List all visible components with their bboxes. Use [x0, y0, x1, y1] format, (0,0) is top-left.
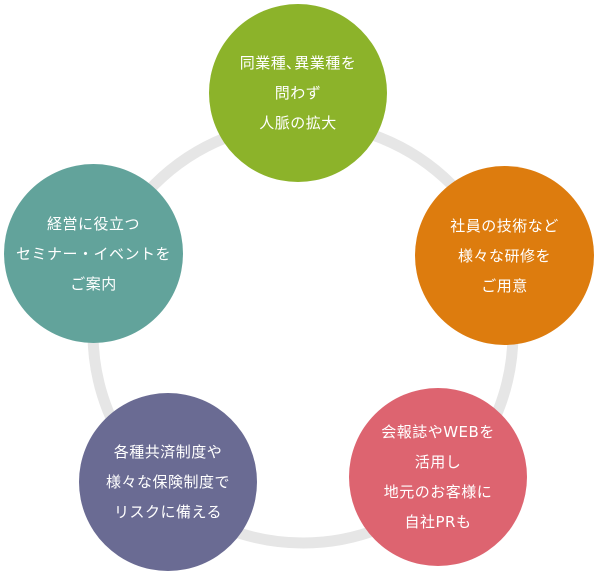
node-insurance-line-2: 様々な保険制度で	[105, 473, 230, 491]
node-training-line-1: 社員の技術など	[450, 216, 559, 235]
node-network-expansion-line-2: 問わず	[274, 84, 322, 102]
node-seminars-line-1: 経営に役立つ	[46, 214, 140, 233]
node-seminars-line-2: セミナー・イベントを	[15, 244, 171, 263]
node-promotion-line-3: 地元のお客様に	[383, 483, 493, 501]
node-training-line-3: ご用意	[481, 276, 528, 295]
node-training: 社員の技術など 様々な研修を ご用意	[415, 166, 594, 345]
node-network-expansion-line-3: 人脈の拡大	[259, 114, 337, 132]
node-network-expansion-line-1: 同業種､異業種を	[239, 54, 357, 72]
node-insurance: 各種共済制度や 様々な保険制度で リスクに備える	[79, 393, 257, 571]
node-insurance-line-3: リスクに備える	[113, 503, 223, 521]
node-training-line-2: 様々な研修を	[457, 246, 551, 265]
node-promotion-line-1: 会報誌やWEBを	[381, 423, 495, 441]
node-insurance-line-1: 各種共済制度や	[113, 443, 223, 461]
node-network-expansion: 同業種､異業種を 問わず 人脈の拡大	[209, 4, 387, 182]
node-seminars-line-3: ご案内	[70, 274, 117, 293]
node-promotion-line-2: 活用し	[414, 453, 462, 471]
node-promotion: 会報誌やWEBを 活用し 地元のお客様に 自社PRも	[349, 388, 527, 566]
node-seminars: 経営に役立つ セミナー・イベントを ご案内	[4, 164, 183, 343]
node-promotion-line-4: 自社PRも	[404, 513, 472, 531]
